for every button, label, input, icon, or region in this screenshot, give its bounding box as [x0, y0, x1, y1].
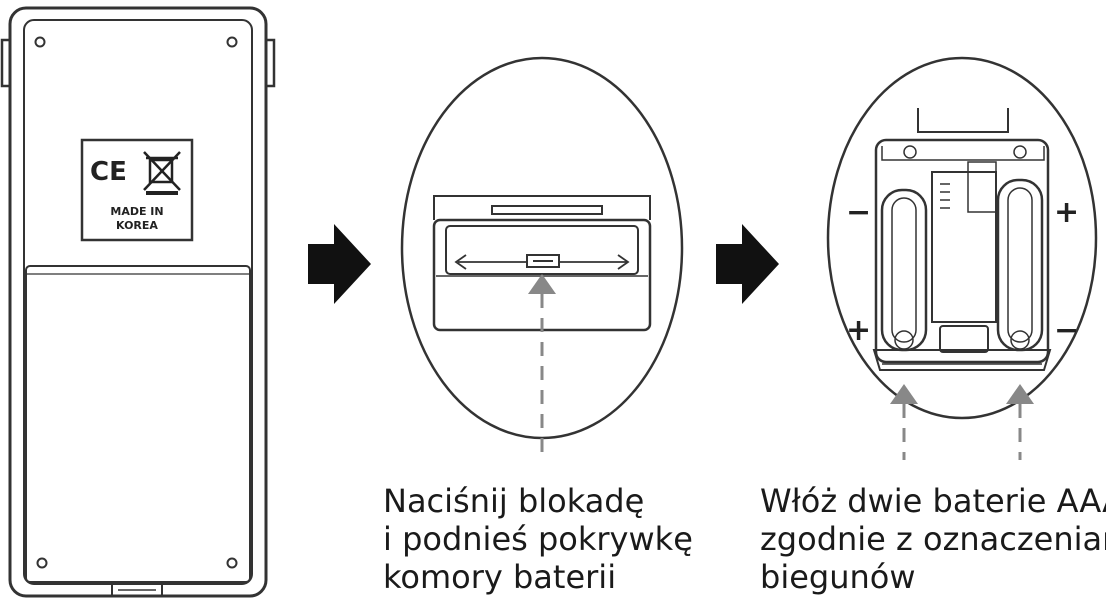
step1-line1: Naciśnij blokadę: [383, 482, 645, 520]
left-side-grip: [0, 38, 10, 88]
right-side-grip: [266, 38, 276, 88]
step1-caption: Naciśnij blokadę i podnieś pokrywkę komo…: [383, 482, 693, 596]
compartment-cover-plate: [917, 108, 1009, 133]
latch-detail-circle: [400, 56, 684, 440]
insert-indicator-arrow-left: [890, 384, 918, 460]
made-in-label: MADE IN: [110, 205, 163, 218]
battery-left: [880, 188, 928, 352]
right-arrow-icon: [308, 224, 371, 304]
step1-line3: komory baterii: [383, 558, 617, 596]
screw-top-left: [34, 36, 46, 48]
step2-line1: Włóż dwie baterie AAA: [760, 482, 1106, 520]
korea-label: KOREA: [116, 219, 158, 232]
battery-cover-outline: [25, 265, 251, 583]
step1-line2: i podnieś pokrywkę: [383, 520, 693, 558]
remote-body-outline: [8, 6, 268, 598]
battery-compartment-circle: [826, 56, 1098, 420]
screw-bottom-left: [36, 557, 48, 569]
polarity-right-bottom: −: [1054, 313, 1079, 348]
screw-bottom-right: [226, 557, 238, 569]
polarity-left-top: −: [846, 195, 871, 230]
step2-caption: Włóż dwie baterie AAA zgodnie z oznaczen…: [760, 482, 1106, 596]
remote-back: [0, 6, 276, 598]
press-indicator-arrow: [528, 274, 556, 460]
right-arrow-icon: [716, 224, 779, 304]
label-plate: [80, 138, 194, 242]
screw-top-right: [226, 36, 238, 48]
bottom-latch: [111, 583, 163, 596]
compartment-frame: [874, 138, 1050, 364]
step2-line3: biegunów: [760, 558, 916, 596]
battery-right: [996, 178, 1044, 352]
remote-body-inner: [23, 19, 253, 585]
ce-mark-icon: CE: [90, 157, 127, 187]
insert-indicator-arrow-right: [1006, 384, 1034, 460]
polarity-left-bottom: +: [846, 313, 871, 348]
step2-line2: zgodnie z oznaczeniami: [760, 520, 1106, 558]
crossed-bin-icon: [143, 151, 181, 195]
polarity-right-top: +: [1054, 195, 1079, 230]
